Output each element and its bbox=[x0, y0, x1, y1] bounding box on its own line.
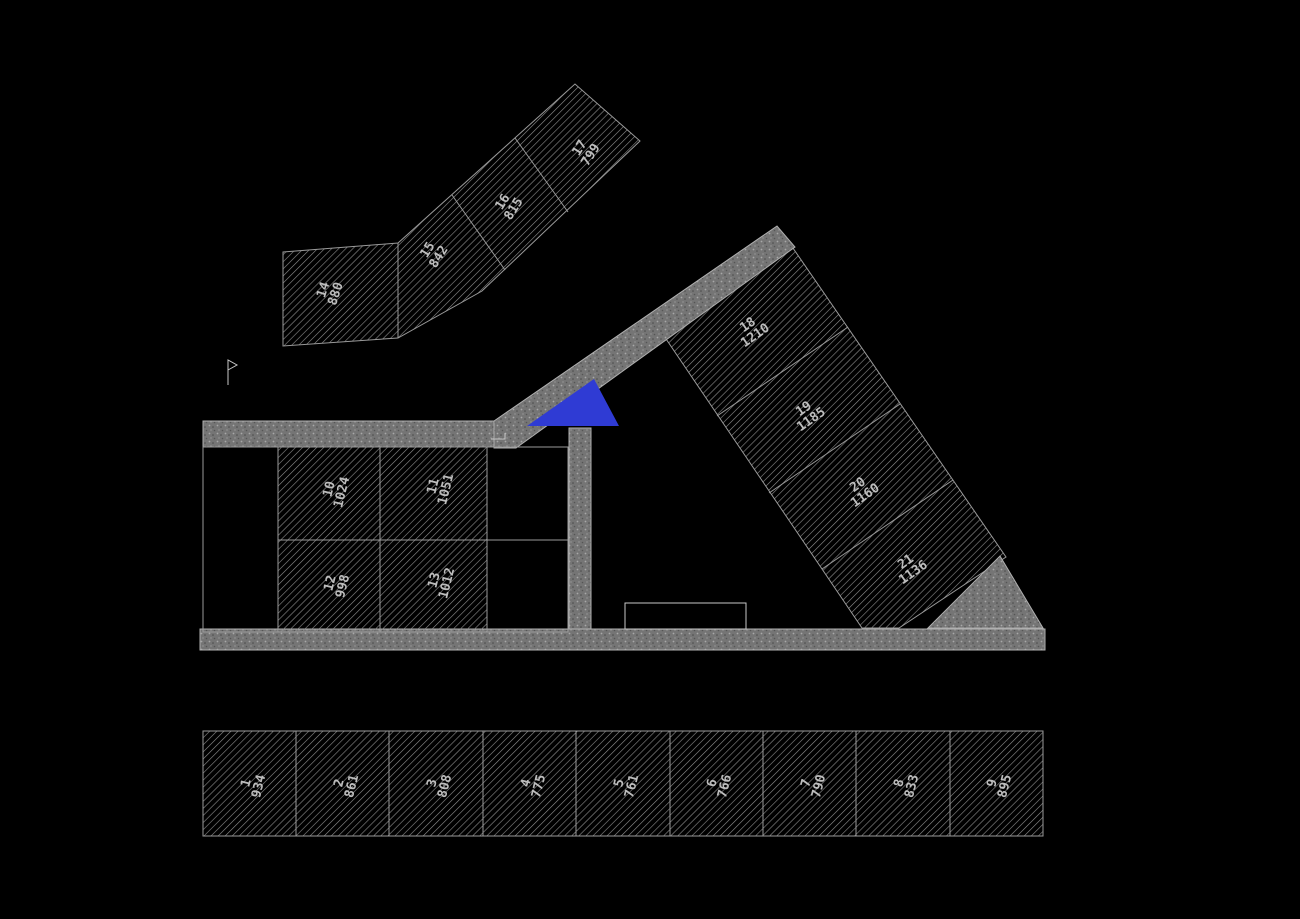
lot-number: 13 bbox=[425, 571, 443, 590]
lot-label: 12998 bbox=[320, 570, 353, 600]
lot-number: 6 bbox=[704, 777, 720, 788]
lot-number: 4 bbox=[518, 777, 534, 788]
lot-label: 4775 bbox=[516, 770, 549, 800]
shapes-layer bbox=[199, 83, 1046, 837]
road-vertical[interactable] bbox=[568, 427, 592, 630]
lot-label: 9895 bbox=[982, 770, 1015, 800]
vacant-parcel-outline[interactable] bbox=[202, 446, 279, 633]
lot-number: 21 bbox=[895, 551, 917, 572]
lot-number: 1 bbox=[238, 777, 254, 788]
edge-tick bbox=[491, 433, 506, 440]
lot-number: 12 bbox=[321, 574, 339, 593]
lot-label: 2861 bbox=[329, 770, 362, 800]
lot-area: 895 bbox=[995, 773, 1015, 799]
lot-number: 20 bbox=[847, 474, 869, 495]
lot-number: 15 bbox=[418, 240, 439, 261]
lot-area: 934 bbox=[249, 773, 269, 800]
road-diagonal[interactable] bbox=[493, 225, 796, 449]
upper-parcel-band[interactable] bbox=[282, 83, 641, 347]
lot-area: 861 bbox=[342, 773, 362, 800]
lot-number: 7 bbox=[798, 778, 814, 789]
lot-area: 761 bbox=[622, 773, 642, 800]
lot-area: 833 bbox=[902, 773, 922, 799]
right-band-divider bbox=[821, 479, 954, 570]
lot-label: 7790 bbox=[796, 770, 829, 800]
lot-label: 6766 bbox=[702, 770, 735, 800]
lot-number: 19 bbox=[793, 398, 814, 419]
lot-number: 5 bbox=[611, 778, 627, 789]
lot-area: 790 bbox=[809, 773, 829, 800]
lot-label: 111051 bbox=[423, 469, 458, 506]
lot-number: 17 bbox=[570, 138, 591, 159]
lot-area: 880 bbox=[325, 280, 347, 307]
right-band-divider bbox=[716, 326, 849, 417]
lot-area: 766 bbox=[715, 773, 735, 800]
lot-number: 8 bbox=[891, 777, 907, 788]
lot-label: 131012 bbox=[424, 563, 459, 600]
right-band-divider bbox=[768, 403, 901, 494]
upper-band-divider bbox=[514, 137, 569, 213]
lot-label: 8833 bbox=[889, 770, 922, 800]
lot-number: 18 bbox=[737, 314, 759, 335]
lot-label: 3808 bbox=[422, 770, 455, 800]
road-bottom[interactable] bbox=[199, 628, 1046, 651]
lot-number: 10 bbox=[320, 480, 338, 499]
lot-area: 775 bbox=[529, 773, 549, 799]
labels-layer: 1488015842168151779918121019118520116021… bbox=[236, 138, 1015, 800]
lot-number: 2 bbox=[331, 778, 347, 789]
road-horizontal-upper[interactable] bbox=[202, 420, 513, 448]
lot-label: 1934 bbox=[236, 770, 269, 800]
survey-marker bbox=[227, 359, 239, 385]
road-corner-triangle[interactable] bbox=[926, 555, 1044, 629]
lot-label: 101024 bbox=[319, 472, 354, 509]
lot-number: 14 bbox=[314, 280, 333, 300]
pond-water[interactable] bbox=[527, 379, 619, 426]
lot-label: 5761 bbox=[609, 770, 642, 800]
lot-area: 998 bbox=[333, 573, 353, 600]
lot-number: 11 bbox=[424, 477, 442, 496]
lot-area: 808 bbox=[435, 773, 455, 800]
lot-area: 1051 bbox=[435, 472, 457, 506]
lot-number: 9 bbox=[984, 778, 1000, 789]
lot-number: 16 bbox=[493, 191, 514, 212]
building-footprint[interactable] bbox=[624, 602, 747, 630]
lot-number: 3 bbox=[424, 778, 440, 789]
upper-band-divider bbox=[451, 194, 506, 271]
lot-area: 1012 bbox=[436, 566, 458, 600]
lot-label: 201160 bbox=[841, 470, 883, 511]
unhatched-parcel-outline[interactable] bbox=[486, 446, 569, 633]
lot-area: 1024 bbox=[331, 475, 353, 509]
lot-label: 14880 bbox=[313, 276, 347, 307]
